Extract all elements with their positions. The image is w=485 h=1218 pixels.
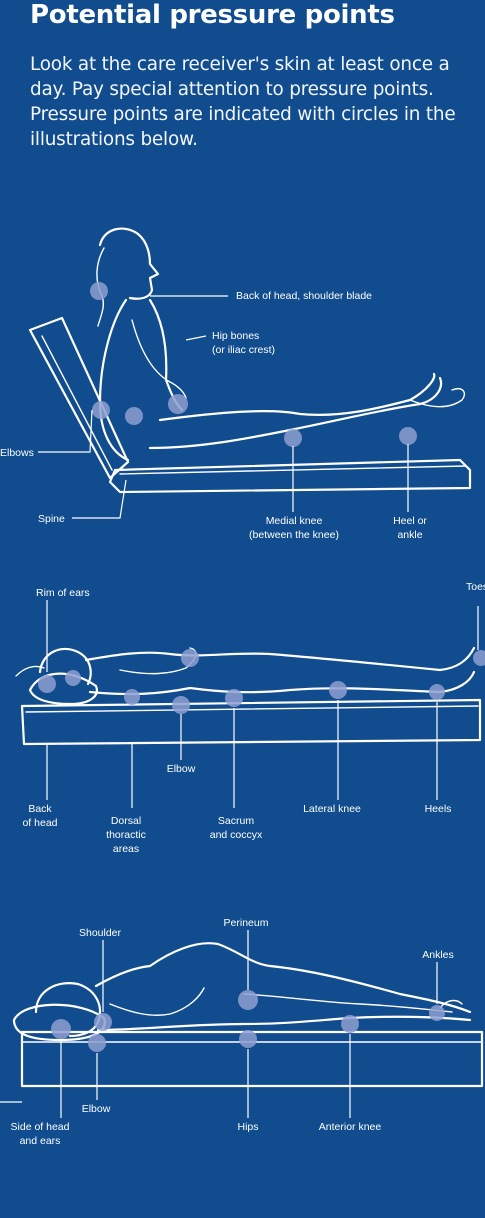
side-arm [110, 988, 204, 1015]
sitting-figure: Back of head, shoulder blade Hip bones (… [0, 229, 470, 541]
side-body-bottom [98, 1017, 470, 1030]
point-side-head [51, 1019, 71, 1039]
point-heels [429, 684, 445, 700]
label-medial-knee: Medial knee [266, 515, 323, 527]
leader-spine [72, 480, 126, 518]
sitting-leg-top [160, 374, 434, 420]
side-leg-line [244, 994, 452, 1012]
point-dorsal [124, 689, 140, 705]
label-of-head: of head [22, 817, 57, 829]
point-rim-of-ears [65, 670, 81, 686]
point-perineum [238, 990, 258, 1010]
label-dorsal: Dorsal [111, 815, 141, 827]
sitting-head [100, 229, 158, 299]
label-lateral-knee: Lateral knee [303, 803, 361, 815]
label-heels: Heels [425, 803, 452, 815]
supine-figure: Rim of ears Toes Back of head Dorsal tho… [16, 581, 485, 855]
point-elbow-2 [172, 696, 190, 714]
supine-body-bottom [90, 672, 474, 694]
label-back-head-shoulder: Back of head, shoulder blade [236, 290, 372, 302]
supine-body-top [86, 648, 474, 670]
point-spine [125, 407, 143, 425]
label-elbows: Elbows [0, 447, 34, 459]
label-elbow-3: Elbow [82, 1103, 111, 1115]
label-iliac-crest: (or iliac crest) [212, 344, 275, 356]
point-toes [473, 650, 485, 666]
label-back: Back [28, 803, 52, 815]
label-shoulder: Shoulder [79, 927, 122, 939]
label-areas: areas [113, 843, 139, 855]
label-ankles: Ankles [422, 949, 454, 961]
point-hand [181, 649, 199, 667]
label-ankle: ankle [397, 529, 422, 541]
side-body-top [96, 943, 470, 1012]
point-sacrum [225, 689, 243, 707]
label-between-knee: (between the knee) [249, 529, 339, 541]
point-anterior-knee [341, 1015, 359, 1033]
label-heel-or: Heel or [393, 515, 427, 527]
side-lying-figure: Shoulder Perineum Ankles Elbow Side of h… [0, 917, 482, 1147]
point-elbow [92, 401, 110, 419]
point-elbow-3 [88, 1034, 106, 1052]
point-back-of-head-2 [38, 675, 56, 693]
label-anterior-knee: Anterior knee [319, 1121, 382, 1133]
leader-hip-bones [186, 336, 206, 340]
point-shoulder [94, 1013, 112, 1031]
label-perineum: Perineum [224, 917, 269, 929]
point-ankles [429, 1005, 445, 1021]
point-back-of-head [90, 282, 108, 300]
bed-edge-2 [26, 706, 478, 712]
label-elbow-2: Elbow [167, 763, 196, 775]
label-toes: Toes [466, 581, 485, 593]
label-rim-of-ears: Rim of ears [36, 587, 90, 599]
label-thoractic: thoractic [106, 829, 146, 841]
sitting-back [100, 300, 128, 460]
label-hips: Hips [237, 1121, 258, 1133]
label-spine: Spine [38, 513, 65, 525]
label-hip-bones: Hip bones [212, 330, 259, 342]
label-coccyx: and coccyx [210, 829, 263, 841]
label-and-ears: and ears [20, 1135, 61, 1147]
sitting-chest [150, 300, 182, 410]
point-lateral-knee [329, 681, 347, 699]
bed-mattress-1 [110, 460, 470, 492]
label-sacrum: Sacrum [218, 815, 254, 827]
point-medial-knee [284, 429, 302, 447]
point-hip-bone [168, 394, 188, 414]
label-side-of-head: Side of head [11, 1121, 70, 1133]
point-heel [399, 427, 417, 445]
point-hips [239, 1030, 257, 1048]
sitting-arm [132, 320, 186, 398]
